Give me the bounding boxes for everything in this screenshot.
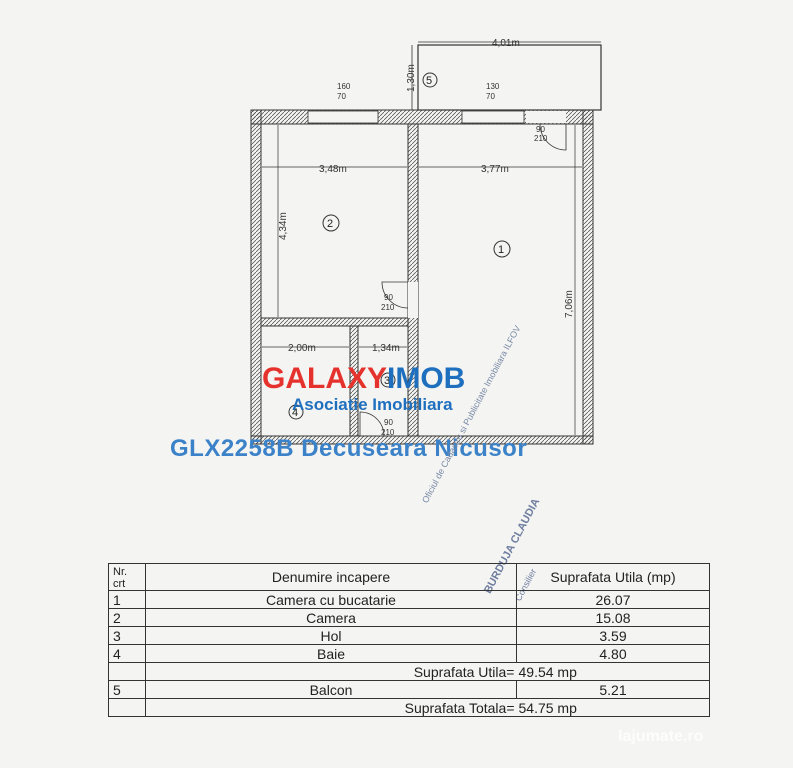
header-nr: Nr. crt xyxy=(108,563,146,591)
room1-width-label: 3,77m xyxy=(481,164,509,175)
room-5-marker xyxy=(422,72,438,88)
table-header-row: Nr. crt Denumire incapere Suprafata Util… xyxy=(108,563,710,591)
row-area: 4.80 xyxy=(516,644,710,663)
room-1-marker xyxy=(493,240,511,258)
balcony-depth-label: 1,30m xyxy=(406,64,417,92)
total-area-label: Suprafata Totala= xyxy=(145,698,517,717)
room-4-number: 4 xyxy=(292,407,298,419)
bath-width-label: 2,00m xyxy=(288,343,316,354)
galaxyimob-logo: GALAXYIMOB xyxy=(262,362,465,396)
room1-depth-label: 7,06m xyxy=(564,290,575,318)
balcony-row: 5 Balcon 5.21 xyxy=(108,680,710,699)
total-area-value: 54.75 mp xyxy=(516,698,710,717)
logo-subtitle: Asociatie Imobiliara xyxy=(292,395,453,414)
logo-galaxy-text: GALAXY xyxy=(262,362,388,395)
room2-depth-label: 4,34m xyxy=(278,212,289,240)
door-swing-room2 xyxy=(381,281,409,309)
table-row: 2 Camera 15.08 xyxy=(108,608,710,627)
lajumate-watermark: lajumate.ro xyxy=(618,728,704,745)
door-swing-hall xyxy=(359,411,385,437)
window-right-height: 70 xyxy=(486,92,495,101)
table-row: 1 Camera cu bucatarie 26.07 xyxy=(108,590,710,609)
row-area: 3.59 xyxy=(516,626,710,645)
listing-title: GLX2258B Decuseara Nicusor xyxy=(170,435,528,462)
row-nr: 4 xyxy=(108,644,146,663)
total-area-row: Suprafata Totala= 54.75 mp xyxy=(108,698,710,717)
door-room2-width: 90 xyxy=(384,293,393,302)
balcony-area: 5.21 xyxy=(516,680,710,699)
useful-area-value: 49.54 mp xyxy=(516,662,710,681)
balcony-nr: 5 xyxy=(108,680,146,699)
header-name: Denumire incapere xyxy=(145,563,517,591)
balcony-width-label: 4,01m xyxy=(492,38,520,49)
header-area: Suprafata Utila (mp) xyxy=(516,563,710,591)
door-hall-width: 90 xyxy=(384,418,393,427)
floor-plan: 4,01m 1,30m 5 160 70 130 70 90 210 90 21… xyxy=(250,38,602,445)
room-4-marker xyxy=(288,404,304,420)
window-left-height: 70 xyxy=(337,92,346,101)
balcony-name: Balcon xyxy=(145,680,517,699)
hall-width-label: 1,34m xyxy=(372,343,400,354)
door-room2-height: 210 xyxy=(381,303,395,312)
room-2-number: 2 xyxy=(327,218,333,230)
door-hall-height: 210 xyxy=(381,428,395,437)
door-swing-balcony xyxy=(539,123,567,151)
room-1-number: 1 xyxy=(498,244,504,256)
door-balcony-height: 210 xyxy=(534,134,548,143)
row-name: Camera xyxy=(145,608,517,627)
logo-imob-text: IMOB xyxy=(387,362,466,395)
window-right xyxy=(461,110,525,124)
table-row: 3 Hol 3.59 xyxy=(108,626,710,645)
useful-area-row: Suprafata Utila= 49.54 mp xyxy=(108,662,710,681)
row-nr: 2 xyxy=(108,608,146,627)
row-nr: 1 xyxy=(108,590,146,609)
row-area: 26.07 xyxy=(516,590,710,609)
room-2-marker xyxy=(322,214,340,232)
row-nr: 3 xyxy=(108,626,146,645)
room2-door-gap xyxy=(408,282,418,318)
room-3-number: 3 xyxy=(384,375,390,387)
row-name: Baie xyxy=(145,644,517,663)
balcony-outline xyxy=(417,44,602,111)
row-name: Hol xyxy=(145,626,517,645)
window-right-width: 130 xyxy=(486,82,500,91)
useful-area-label: Suprafata Utila= xyxy=(145,662,517,681)
row-area: 15.08 xyxy=(516,608,710,627)
door-balcony-width: 90 xyxy=(536,125,545,134)
balcony-door-gap xyxy=(526,111,566,123)
window-left xyxy=(307,110,379,124)
room-5-number: 5 xyxy=(426,75,432,87)
table-row: 4 Baie 4.80 xyxy=(108,644,710,663)
window-left-width: 160 xyxy=(337,82,351,91)
room2-width-label: 3,48m xyxy=(319,164,347,175)
area-table: Nr. crt Denumire incapere Suprafata Util… xyxy=(108,563,710,717)
row-name: Camera cu bucatarie xyxy=(145,590,517,609)
room-3-marker xyxy=(380,372,396,388)
